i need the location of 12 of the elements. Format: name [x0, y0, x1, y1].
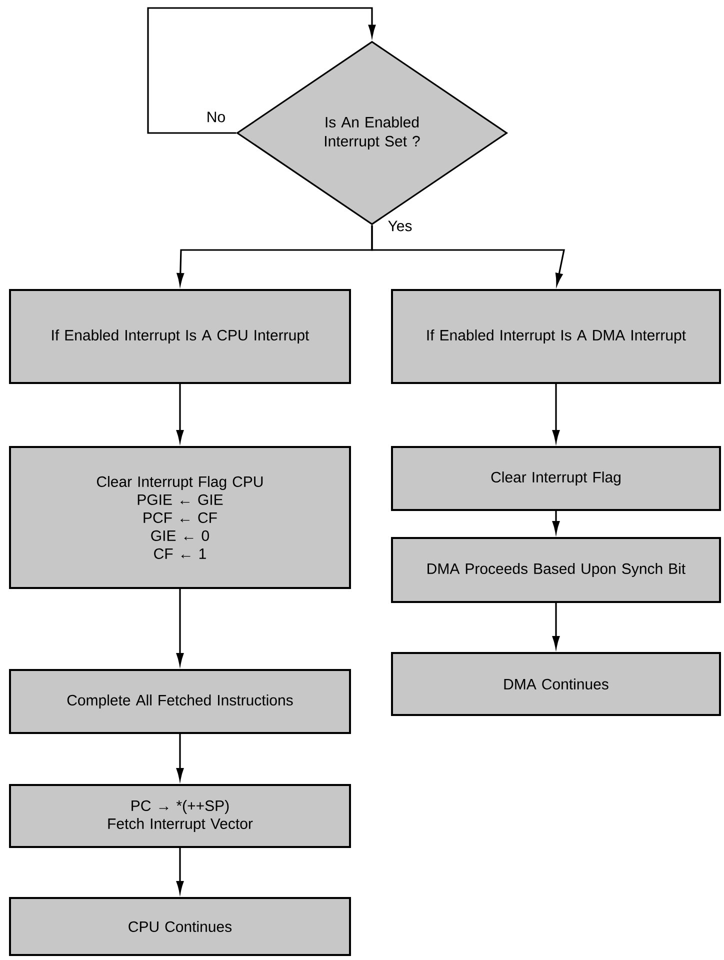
- process-box: PC → *(++SP) Fetch Interrupt Vector: [9, 784, 351, 848]
- process-box: CPU Continues: [9, 897, 351, 956]
- process-box: Clear Interrupt Flag: [391, 446, 721, 511]
- process-box: DMA Continues: [391, 652, 721, 716]
- process-box: DMA Proceeds Based Upon Synch Bit: [391, 537, 721, 603]
- edge-label: No: [205, 110, 227, 124]
- process-box: If Enabled Interrupt Is A DMA Interrupt: [391, 289, 721, 384]
- process-box: If Enabled Interrupt Is A CPU Interrupt: [9, 289, 351, 384]
- process-box: Complete All Fetched Instructions: [9, 669, 351, 734]
- process-box: Clear Interrupt Flag CPU PGIE ← GIE PCF ← CF GIE ← 0 CF ← 1: [9, 446, 351, 589]
- arrow: [371, 225, 565, 286]
- arrow: [147, 7, 376, 134]
